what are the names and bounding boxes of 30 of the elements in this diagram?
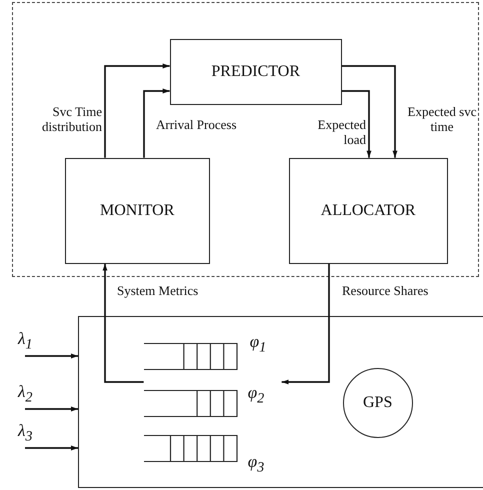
process-box	[64, 158, 210, 264]
queue-weight-label: φ$_{2}$	[248, 382, 264, 408]
system-boundary-box	[12, 2, 479, 277]
edge-label: Expected svc time	[406, 104, 478, 134]
queue-weight-label: φ$_{3}$	[248, 452, 264, 476]
process-box	[170, 38, 342, 105]
arrival-rate-label: λ$_{2}$	[18, 382, 32, 406]
box-label: PREDICTOR	[210, 62, 301, 81]
arrow	[25, 446, 78, 450]
arrow	[282, 264, 330, 384]
queue-weight-label: φ$_{1}$	[250, 332, 266, 356]
box-label: GPS	[362, 394, 394, 412]
box-label: ALLOCATOR	[320, 202, 417, 220]
arrow	[25, 354, 78, 358]
arrow	[104, 64, 170, 158]
arrow	[25, 406, 78, 412]
arrow	[342, 90, 372, 158]
edge-label: System Metrics	[117, 283, 198, 298]
arrival-rate-label: λ$_{1}$	[18, 329, 32, 354]
arrival-rate-label: λ$_{3}$	[18, 421, 32, 446]
arrow	[342, 65, 398, 158]
arrow	[102, 264, 144, 383]
edge-label: Resource Shares	[342, 283, 428, 298]
edge-label: Svc Time distribution	[41, 104, 102, 134]
box-label: MONITOR	[99, 202, 176, 220]
edge-label: Expected load	[316, 117, 366, 147]
server-box	[78, 316, 483, 488]
arrow	[143, 88, 170, 158]
edge-label: Arrival Process	[156, 117, 237, 132]
process-box	[288, 158, 448, 264]
